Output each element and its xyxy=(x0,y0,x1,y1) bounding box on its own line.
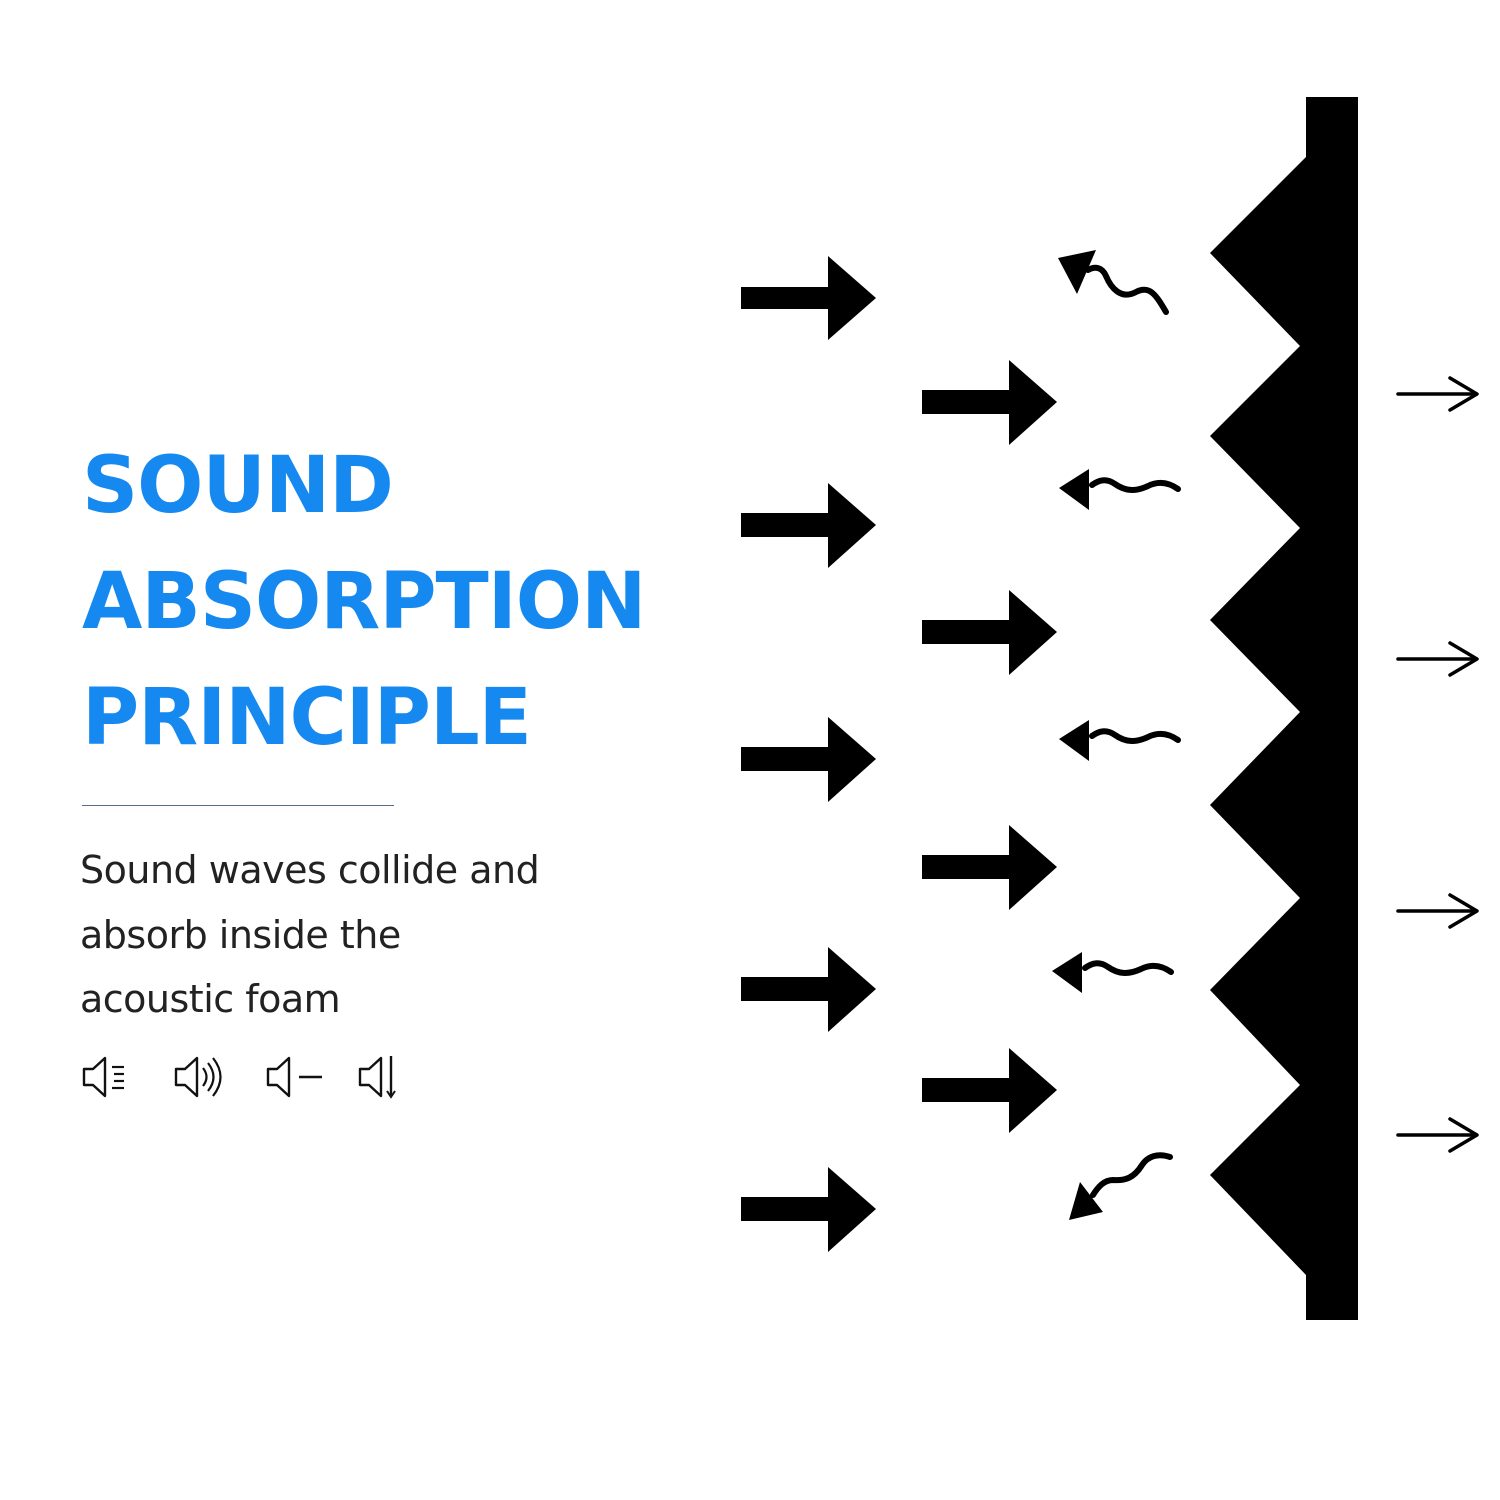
incoming-sound-arrows xyxy=(741,256,1057,1252)
transmitted-arrow xyxy=(1396,893,1479,929)
speaker-line-icon xyxy=(358,1056,396,1099)
speaker-icons xyxy=(80,1052,420,1102)
transmitted-sound-arrows xyxy=(1396,376,1479,1153)
description: Sound waves collide and absorb inside th… xyxy=(80,838,600,1032)
reflected-wave-arrow xyxy=(1059,469,1181,510)
incoming-arrow xyxy=(922,825,1057,910)
transmitted-arrow xyxy=(1396,641,1479,677)
acoustic-foam-panel xyxy=(1210,97,1358,1320)
transmitted-arrow xyxy=(1396,376,1479,412)
incoming-arrow xyxy=(922,360,1057,445)
transmitted-arrow xyxy=(1396,1117,1479,1153)
incoming-arrow xyxy=(922,590,1057,675)
reflected-wave-arrow xyxy=(1059,720,1181,761)
incoming-arrow xyxy=(741,483,876,568)
headline: SOUND ABSORPTION PRINCIPLE xyxy=(82,428,646,776)
incoming-arrow xyxy=(741,717,876,802)
reflected-wave-arrow xyxy=(1069,1152,1173,1220)
speaker-vibration-icon xyxy=(82,1056,124,1098)
description-line-1: Sound waves collide and xyxy=(80,848,540,892)
reflected-wave-arrow xyxy=(1058,250,1169,315)
incoming-arrow xyxy=(741,947,876,1032)
description-line-2: absorb inside the xyxy=(80,912,401,957)
incoming-arrow xyxy=(922,1048,1057,1133)
headline-line-2: ABSORPTION xyxy=(82,557,646,647)
incoming-arrow xyxy=(741,1167,876,1252)
reflected-sound-waves xyxy=(1052,250,1181,1220)
headline-line-3: PRINCIPLE xyxy=(82,673,532,763)
description-line-3: acoustic foam xyxy=(80,977,341,1021)
incoming-arrow xyxy=(741,256,876,340)
reflected-wave-arrow xyxy=(1052,952,1174,993)
speaker-waves-icon xyxy=(174,1056,222,1098)
speaker-dash-icon xyxy=(266,1056,322,1098)
headline-divider xyxy=(82,805,394,806)
headline-line-1: SOUND xyxy=(82,441,394,531)
